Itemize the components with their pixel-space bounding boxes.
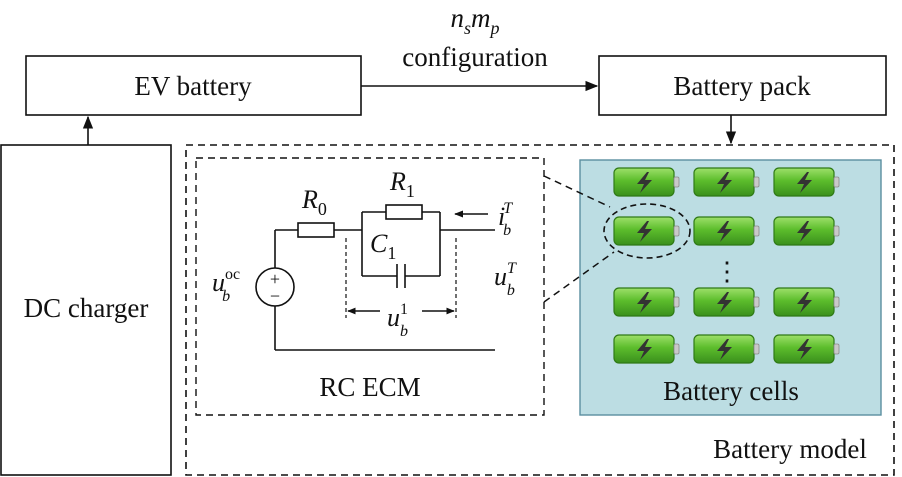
battery-model-label: Battery model [713, 434, 867, 464]
config-word: configuration [402, 42, 548, 72]
ev-battery-box [25, 55, 362, 116]
config-expression: nsmp [450, 3, 499, 38]
dc-charger-box [0, 144, 172, 476]
battery-model-box [185, 144, 895, 476]
source-minus: − [270, 286, 280, 306]
r1-label: R1 [389, 167, 415, 201]
cell-ellipsis: ⋮ [714, 257, 740, 286]
battery-pack-box [598, 55, 887, 116]
battery-cell [773, 216, 840, 246]
source-plus: + [270, 269, 280, 289]
battery-cell [773, 334, 840, 364]
rc-ecm-label: RC ECM [319, 372, 420, 402]
battery-cell [773, 167, 840, 197]
battery-pack-label: Battery pack [673, 71, 811, 101]
cell-highlight [603, 203, 691, 259]
ev-battery-label: EV battery [134, 71, 252, 101]
c1-label: C1 [370, 229, 396, 263]
rc-ecm-box [195, 157, 545, 416]
zoom-line-top [543, 175, 611, 208]
battery-cell [693, 334, 760, 364]
battery-cell [693, 287, 760, 317]
zoom-line-bottom [543, 251, 615, 303]
dc-charger-label: DC charger [24, 293, 149, 323]
battery-cell [613, 287, 680, 317]
battery-cell [613, 216, 680, 246]
battery-cells-label: Battery cells [663, 376, 799, 406]
r0-label: R0 [301, 185, 327, 219]
battery-cell [693, 216, 760, 246]
rc-circuit [255, 204, 495, 351]
battery-cell [693, 167, 760, 197]
battery-cell [773, 287, 840, 317]
battery-cell [613, 334, 680, 364]
battery-cell [613, 167, 680, 197]
